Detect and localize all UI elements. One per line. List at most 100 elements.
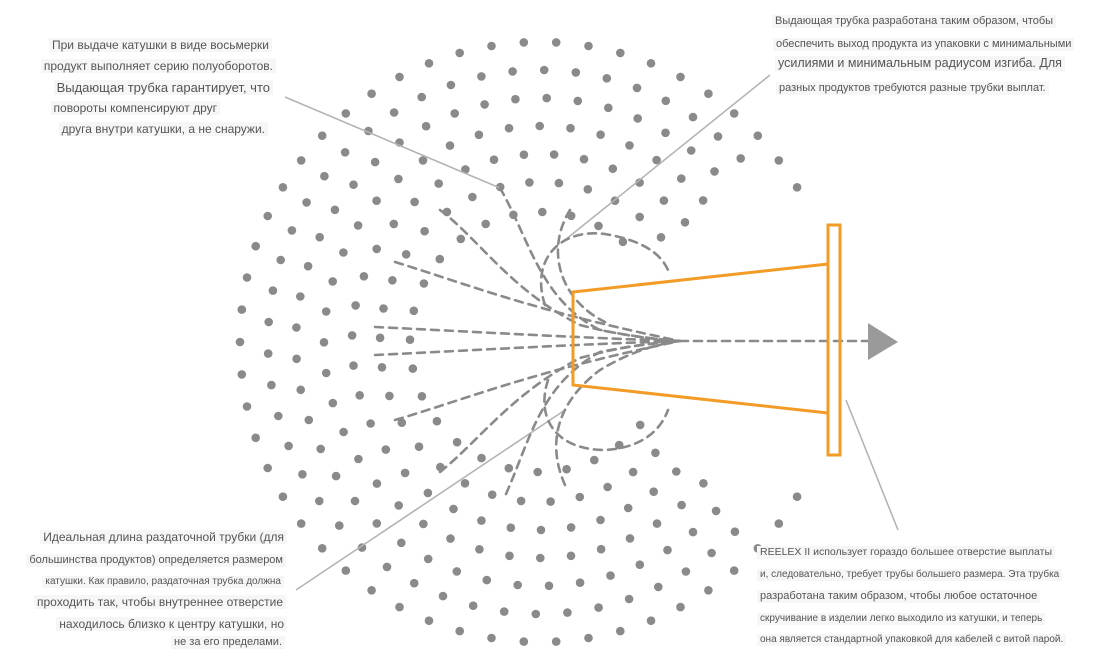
coil-dot <box>608 164 618 173</box>
coil-dot <box>349 361 358 370</box>
coil-dot <box>699 479 708 488</box>
coil-dot <box>452 567 462 576</box>
coil-dot <box>516 496 526 506</box>
coil-dot <box>596 544 606 554</box>
coil-dot <box>774 519 784 528</box>
coil-dot <box>753 131 763 140</box>
exit-arrow-icon <box>868 323 898 360</box>
coil-dot <box>551 38 561 47</box>
coil-dot <box>468 601 478 610</box>
coil-dot <box>575 492 585 502</box>
coil-dot <box>646 616 656 625</box>
leader-line-bottom-right <box>845 399 899 531</box>
coil-dot <box>379 304 388 313</box>
coil-dot <box>487 633 496 643</box>
coil-dot <box>296 519 306 528</box>
annotation-line: она является стандартной упаковкой для к… <box>757 634 1067 646</box>
coil-dot <box>385 391 394 401</box>
coil-dot <box>624 594 634 604</box>
coil-dot <box>711 506 721 516</box>
annotation-line: проходить так, чтобы внутреннее отверсти… <box>34 595 286 609</box>
coil-dot <box>382 562 392 572</box>
coil-dot <box>263 211 273 221</box>
annotation-line: При выдаче катушки в виде восьмерки <box>49 38 272 52</box>
coil-dot <box>420 226 429 236</box>
annotation-line: обеспечить выход продукта из упаковки с … <box>773 38 1075 51</box>
coil-dot <box>594 221 603 231</box>
coil-dot <box>276 255 286 265</box>
coil-dot <box>321 307 331 316</box>
coil-dot <box>661 128 670 138</box>
coil-dot <box>676 72 685 82</box>
coil-dot <box>633 114 642 123</box>
coil-dot <box>729 566 739 575</box>
coil-dot <box>452 437 462 447</box>
annotation-line: усилиями и минимальным радиусом изгиба. … <box>775 56 1065 71</box>
coil-dot <box>268 286 278 295</box>
leader-lines <box>284 74 899 591</box>
coil-dot <box>408 364 418 373</box>
coil-dot <box>525 178 534 187</box>
tube-funnel <box>571 262 829 415</box>
product-path <box>498 186 682 343</box>
coil-dot <box>438 591 448 601</box>
annotation-line: REELEX II использует гораздо большее отв… <box>757 546 1056 559</box>
coil-dot <box>242 273 252 282</box>
coil-dot <box>341 566 351 575</box>
coil-dot <box>676 602 685 612</box>
coil-dot <box>409 306 419 316</box>
coil-dot <box>330 205 340 215</box>
coil-dot <box>455 626 465 636</box>
coil-dot <box>372 519 382 528</box>
coil-dot <box>551 637 561 646</box>
coil-dot <box>468 192 477 202</box>
coil-dot <box>596 130 605 139</box>
coil-dot <box>423 554 433 564</box>
coil-dot <box>536 553 545 563</box>
coil-dot <box>704 89 713 98</box>
coil-dot <box>414 442 424 452</box>
coil-dot <box>331 471 341 481</box>
product-path <box>393 260 682 343</box>
annotation-line: большинства продуктов) определяется разм… <box>26 554 286 567</box>
coil-dot <box>359 272 369 281</box>
tube-flange <box>826 223 842 457</box>
coil-dot <box>449 504 458 514</box>
coil-dot <box>328 277 338 286</box>
coil-dots <box>235 38 802 646</box>
coil-dot <box>375 333 385 343</box>
coil-dot <box>242 402 252 411</box>
coil-dot <box>549 150 559 159</box>
coil-dot <box>774 156 784 165</box>
coil-dot <box>367 89 376 98</box>
coil-dot <box>351 301 360 310</box>
coil-dot <box>554 178 564 188</box>
coil-dot <box>335 521 344 530</box>
coil-dot <box>649 487 658 497</box>
coil-dot <box>328 398 338 408</box>
coil-dot <box>635 560 645 569</box>
dashed-product-paths <box>373 186 870 496</box>
coil-dot <box>730 527 740 536</box>
coil-dot <box>625 534 635 543</box>
product-path <box>554 339 682 487</box>
coil-dot <box>315 232 325 242</box>
coil-dot <box>237 305 247 314</box>
coil-dot <box>513 580 522 590</box>
coil-dot <box>292 354 301 364</box>
coil-dot <box>505 551 514 561</box>
coil-dot <box>632 83 642 93</box>
coil-dot <box>504 463 514 473</box>
coil-dot <box>481 219 491 229</box>
coil-dot <box>267 380 276 390</box>
coil-dot <box>635 212 644 222</box>
coil-dot <box>446 534 455 543</box>
coil-dot <box>566 123 575 133</box>
coil-dot <box>519 38 529 47</box>
coil-dot <box>349 180 358 189</box>
annotation-line: Выдающая трубка гарантирует, что <box>53 80 273 95</box>
coil-dot <box>263 463 273 473</box>
coil-dot <box>736 154 745 163</box>
coil-dot <box>792 492 802 502</box>
